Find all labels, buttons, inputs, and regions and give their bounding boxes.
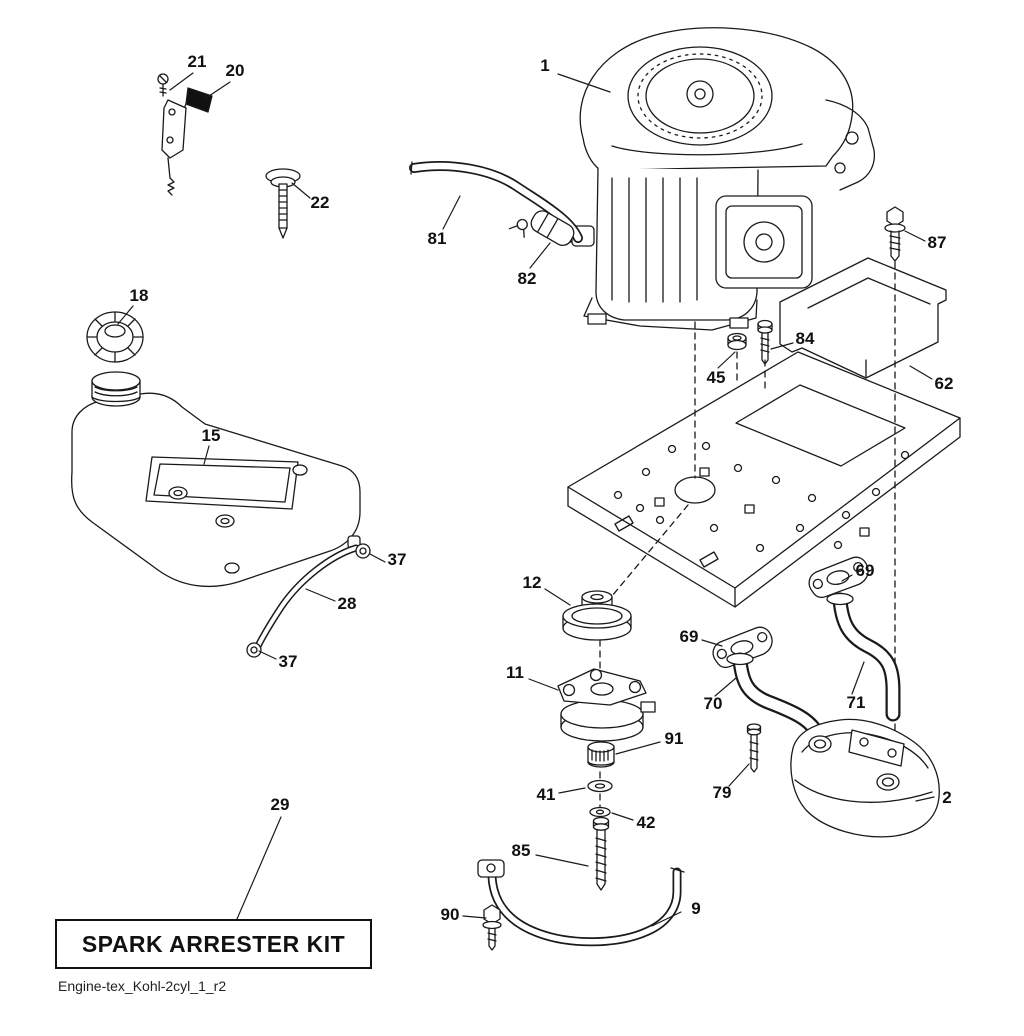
part-number-label-81: 81 [427,229,447,248]
part-number-label-42: 42 [636,813,656,832]
fuel-tank-drawing [70,371,361,588]
part-number-label-71: 71 [846,693,866,712]
part-number-label-1: 1 [540,56,550,75]
part-number-label-45: 45 [706,368,726,387]
valve-drawing [265,168,301,239]
part-number-label-2: 2 [942,788,952,807]
exhaust-gasket-right-drawing [808,556,869,599]
clutch-drawing [557,668,656,742]
part-number-label-11: 11 [506,663,524,682]
part-number-label-62: 62 [934,374,954,393]
part-number-label-37: 37 [387,550,407,569]
part-number-label-18: 18 [129,286,149,305]
part-number-label-69: 69 [679,627,699,646]
part-number-label-90: 90 [440,905,460,924]
choke-control-drawing [157,73,213,196]
part-number-label-15: 15 [201,426,221,445]
fuel-cap-drawing [86,311,144,363]
leader-lines [117,72,935,927]
part-number-label-37: 37 [278,652,298,671]
bolt-85-drawing [592,816,610,891]
muffler-drawing [790,718,940,838]
part-number-label-69: 69 [855,561,875,580]
part-number-label-12: 12 [522,573,542,592]
washer-41-drawing [587,779,613,793]
bushing-drawing [587,741,615,768]
screw-84-drawing [757,319,773,365]
part-number-label-79: 79 [712,783,732,802]
nut-45-drawing [727,332,747,351]
part-number-label-20: 20 [225,61,245,80]
exhaust-pipe-right-drawing [826,592,901,722]
part-number-label-84: 84 [795,329,815,348]
bolt-90-drawing [482,904,502,951]
exhaust-pipe-left-drawing [726,652,825,746]
part-number-label-70: 70 [703,694,723,713]
heat-shield-drawing [779,257,947,379]
spark-arrester-kit-label: SPARK ARRESTER KIT [81,930,346,957]
part-number-label-21: 21 [187,52,207,71]
fuel-filter-drawing [508,210,575,247]
part-number-label-22: 22 [310,193,330,212]
diagram-caption: Engine-tex_Kohl-2cyl_1_r2 [58,978,227,994]
spark-arrester-kit-box: SPARK ARRESTER KIT [55,919,372,969]
support-bracket-drawing [477,859,685,947]
part-number-label-29: 29 [270,795,290,814]
part-number-label-87: 87 [927,233,947,252]
pulley-drawing [562,590,632,641]
screw-87-drawing [884,206,906,262]
part-number-label-28: 28 [337,594,357,613]
part-number-label-82: 82 [517,269,537,288]
part-number-label-9: 9 [691,899,701,918]
engine-drawing [565,27,876,331]
part-number-label-85: 85 [511,841,531,860]
chassis-frame-drawing [567,351,961,608]
bolt-79-drawing [746,723,762,773]
part-number-label-41: 41 [536,785,556,804]
part-number-label-91: 91 [664,729,684,748]
washer-42-drawing [589,806,611,818]
fuel-line-drawing [246,543,371,658]
